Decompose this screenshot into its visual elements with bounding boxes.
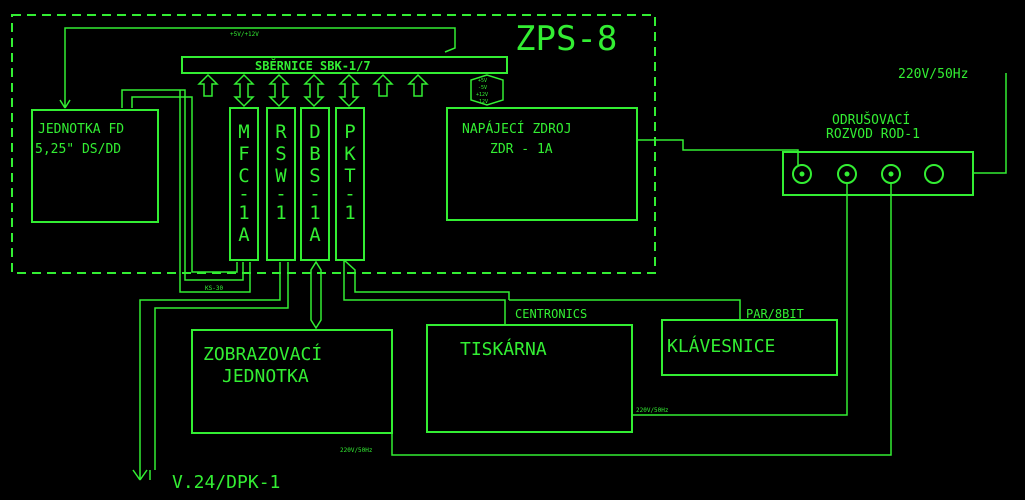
display-unit-line1: ZOBRAZOVACÍ bbox=[203, 343, 322, 365]
card-rsw-box bbox=[266, 107, 296, 261]
card-pkt-char: T bbox=[344, 165, 355, 187]
bus-arrow-psu bbox=[470, 74, 504, 106]
bus-label: SBĚRNICE SBK-1/7 bbox=[255, 58, 371, 73]
fdd-unit-box bbox=[31, 109, 159, 223]
keyboard-label: KLÁVESNICE bbox=[667, 335, 775, 357]
card-dbs-char: A bbox=[309, 224, 321, 246]
card-mfc-labels: M F C - 1 A bbox=[238, 121, 250, 246]
serial-line bbox=[132, 262, 289, 481]
card-mfc-char: M bbox=[238, 121, 249, 143]
bus-arrow-group bbox=[197, 73, 504, 108]
bus-arrow-7 bbox=[407, 73, 429, 97]
filter-socket-4 bbox=[924, 164, 944, 184]
display-power-line bbox=[391, 184, 892, 456]
system-title: ZPS-8 bbox=[515, 19, 617, 59]
card-rsw-char: R bbox=[275, 121, 287, 143]
psu-voltage-2: +12V bbox=[476, 92, 488, 98]
psu-line2: ZDR - 1A bbox=[490, 142, 553, 157]
dbs-display-link bbox=[310, 260, 322, 330]
filter-socket-1-pin bbox=[799, 171, 805, 177]
centronics-label: CENTRONICS bbox=[515, 307, 587, 321]
card-rsw-char: W bbox=[275, 165, 287, 187]
printer-label: TISKÁRNA bbox=[460, 338, 547, 360]
bus-arrow-rsw bbox=[268, 73, 290, 108]
bus-arrow-mfc bbox=[233, 73, 255, 108]
ks-label: KS-30 bbox=[205, 285, 223, 292]
card-mfc-box bbox=[229, 107, 259, 261]
card-dbs-char: - bbox=[309, 183, 320, 205]
display-unit-box bbox=[191, 329, 393, 434]
bus-arrow-pkt bbox=[338, 73, 360, 108]
system-enclosure bbox=[11, 14, 656, 274]
psu-voltage-1: -5V bbox=[478, 85, 487, 91]
pkt-printer-link bbox=[343, 259, 741, 325]
ks-cable-line bbox=[121, 89, 251, 293]
fdd-unit-line1: JEDNOTKA FD bbox=[38, 122, 124, 137]
serial-label: V.24/DPK-1 bbox=[172, 472, 280, 493]
card-rsw-char: 1 bbox=[275, 202, 286, 224]
card-mfc-char: - bbox=[238, 183, 249, 205]
mains-label: 220V/50Hz bbox=[898, 67, 968, 82]
card-mfc-char: F bbox=[238, 143, 249, 165]
printer-box bbox=[426, 324, 633, 433]
supply-top-label: +5V/+12V bbox=[230, 31, 259, 38]
card-rsw-char: S bbox=[275, 143, 286, 165]
supply-loop-line bbox=[59, 27, 456, 109]
filter-line2: ROZVOD ROD-1 bbox=[826, 127, 920, 142]
psu-line1: NAPÁJECÍ ZDROJ bbox=[462, 121, 572, 137]
filter-socket-1 bbox=[792, 164, 812, 184]
card-pkt-box bbox=[335, 107, 365, 261]
fdd-unit-line2: 5,25" DS/DD bbox=[35, 142, 121, 157]
bus-arrow-1 bbox=[197, 73, 219, 97]
filter-socket-2-pin bbox=[844, 171, 850, 177]
bus-arrow-dbs bbox=[303, 73, 325, 108]
display-unit-line2: JEDNOTKA bbox=[222, 366, 309, 387]
filter-socket-2 bbox=[837, 164, 857, 184]
card-pkt-char: - bbox=[344, 183, 355, 205]
card-pkt-char: P bbox=[344, 121, 355, 143]
keyboard-box bbox=[661, 319, 838, 376]
card-dbs-char: 1 bbox=[309, 202, 320, 224]
psu-voltage-0: +5V bbox=[478, 78, 487, 84]
printer-power-label: 220V/50Hz bbox=[636, 407, 669, 414]
card-dbs-char: S bbox=[309, 165, 320, 187]
psu-voltage-3: -12V bbox=[476, 99, 488, 105]
card-mfc-char: A bbox=[238, 224, 250, 246]
card-pkt-labels: P K T - 1 bbox=[344, 121, 356, 224]
card-mfc-char: C bbox=[238, 165, 249, 187]
psu-box bbox=[446, 107, 638, 221]
card-dbs-char: D bbox=[309, 121, 320, 143]
par-label: PAR/8BIT bbox=[746, 307, 804, 321]
card-mfc-char: 1 bbox=[238, 202, 249, 224]
mains-input-line bbox=[973, 73, 1007, 174]
bus-arrow-6 bbox=[372, 73, 394, 97]
filter-socket-3-pin bbox=[888, 171, 894, 177]
card-dbs-labels: D B S - 1 A bbox=[309, 121, 321, 246]
filter-line1: ODRUŠOVACÍ bbox=[832, 112, 910, 128]
card-rsw-labels: R S W - 1 bbox=[275, 121, 287, 224]
bus-bar bbox=[181, 56, 508, 74]
card-pkt-char: K bbox=[344, 143, 356, 165]
psu-mains-line bbox=[637, 139, 799, 165]
card-dbs-box bbox=[300, 107, 330, 261]
card-dbs-char: B bbox=[309, 143, 320, 165]
card-pkt-char: 1 bbox=[344, 202, 355, 224]
display-power-label: 220V/50Hz bbox=[340, 447, 373, 454]
card-rsw-char: - bbox=[275, 183, 286, 205]
printer-power-line bbox=[632, 184, 848, 416]
filter-socket-3 bbox=[881, 164, 901, 184]
